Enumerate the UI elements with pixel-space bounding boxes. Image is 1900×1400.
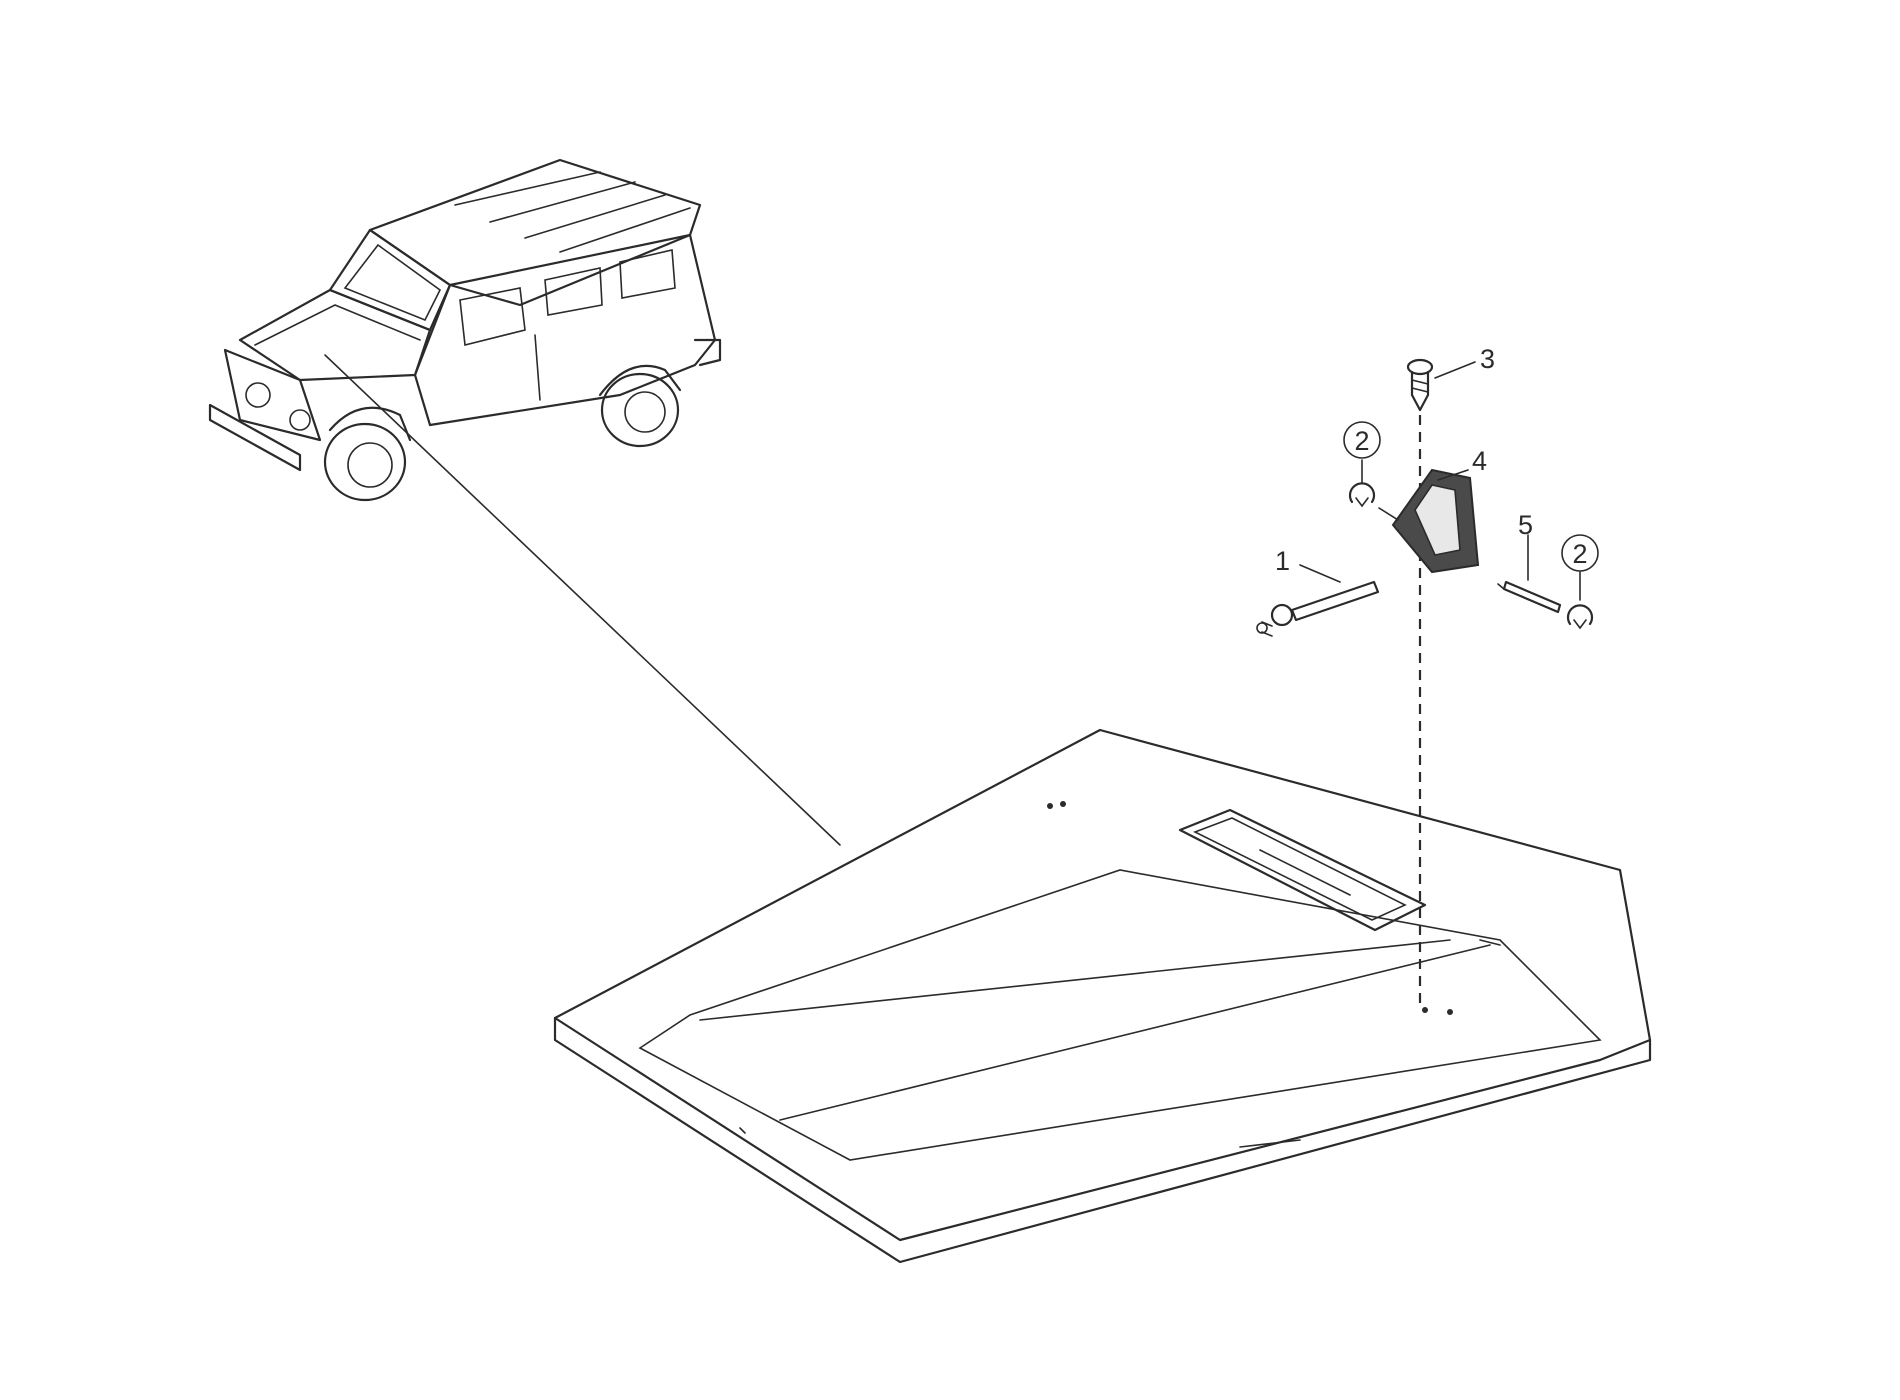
hood-panel xyxy=(553,728,1652,1264)
leader-line xyxy=(324,354,841,846)
callout-part-3: 3 xyxy=(1480,344,1495,374)
vehicle-illustration xyxy=(208,158,722,502)
callout-circle-2-right xyxy=(1561,534,1599,572)
callout-part-2-left: 2 xyxy=(1354,426,1369,456)
callout-part-1: 1 xyxy=(1275,546,1290,576)
callout-part-4: 4 xyxy=(1472,446,1487,476)
callout-circle-2-left xyxy=(1343,421,1381,459)
circlip-left-icon xyxy=(1348,482,1376,508)
pin-icon xyxy=(1497,580,1562,614)
callout-part-2-right: 2 xyxy=(1572,539,1587,569)
callout-part-5: 5 xyxy=(1518,510,1533,540)
circlip-right-icon xyxy=(1566,604,1594,630)
hinge-block-icon xyxy=(1391,468,1480,574)
screw-icon xyxy=(1406,358,1434,412)
hood-strap-icon xyxy=(1256,580,1380,637)
